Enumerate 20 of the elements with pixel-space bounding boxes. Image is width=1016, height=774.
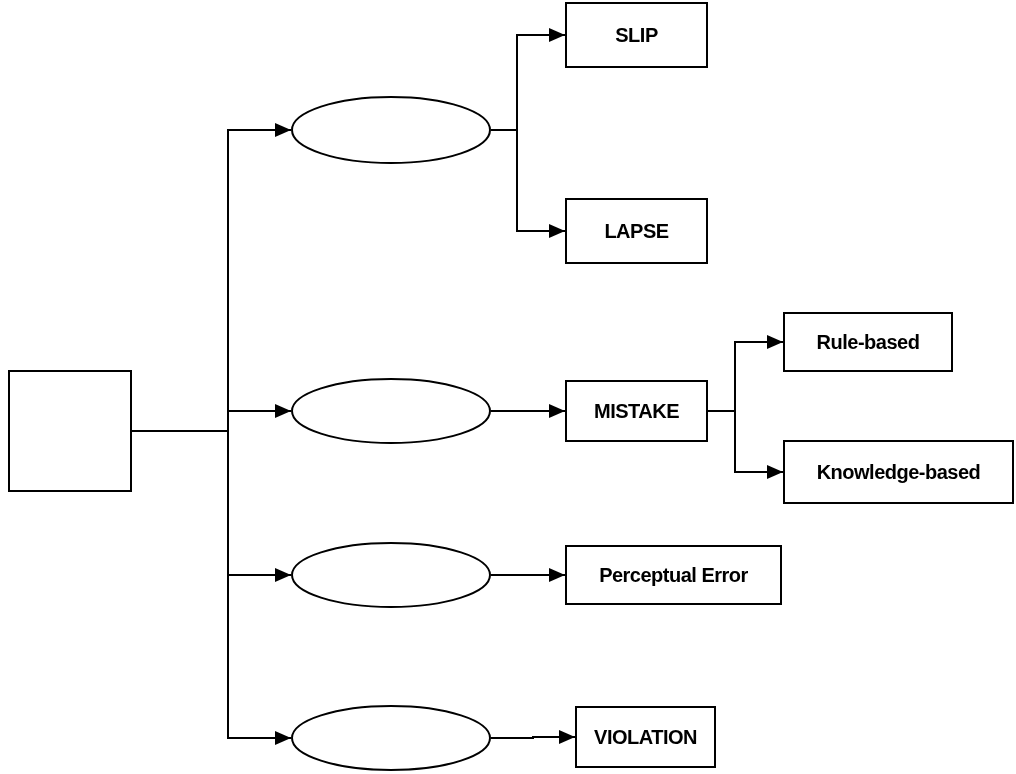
- label-box: [575, 706, 716, 768]
- label-box: [565, 198, 708, 264]
- label-box: [783, 312, 953, 372]
- arrow: [490, 730, 576, 744]
- label-box: [783, 440, 1014, 504]
- label-box: [565, 380, 708, 442]
- box-label: LAPSE: [604, 219, 669, 244]
- box-label: Knowledge-based: [816, 460, 981, 485]
- label-box: [565, 545, 782, 605]
- box-label: Perceptual Error: [599, 563, 748, 588]
- label-box: [565, 2, 708, 68]
- empty-box: [8, 370, 132, 492]
- box-label: SLIP: [615, 23, 658, 48]
- box-label: VIOLATION: [594, 725, 697, 750]
- arrow: [490, 129, 566, 238]
- arrow: [490, 404, 566, 418]
- arrow: [707, 410, 784, 479]
- box-label: MISTAKE: [594, 399, 679, 424]
- arrow: [490, 568, 566, 582]
- box-label: Rule-based: [816, 330, 920, 355]
